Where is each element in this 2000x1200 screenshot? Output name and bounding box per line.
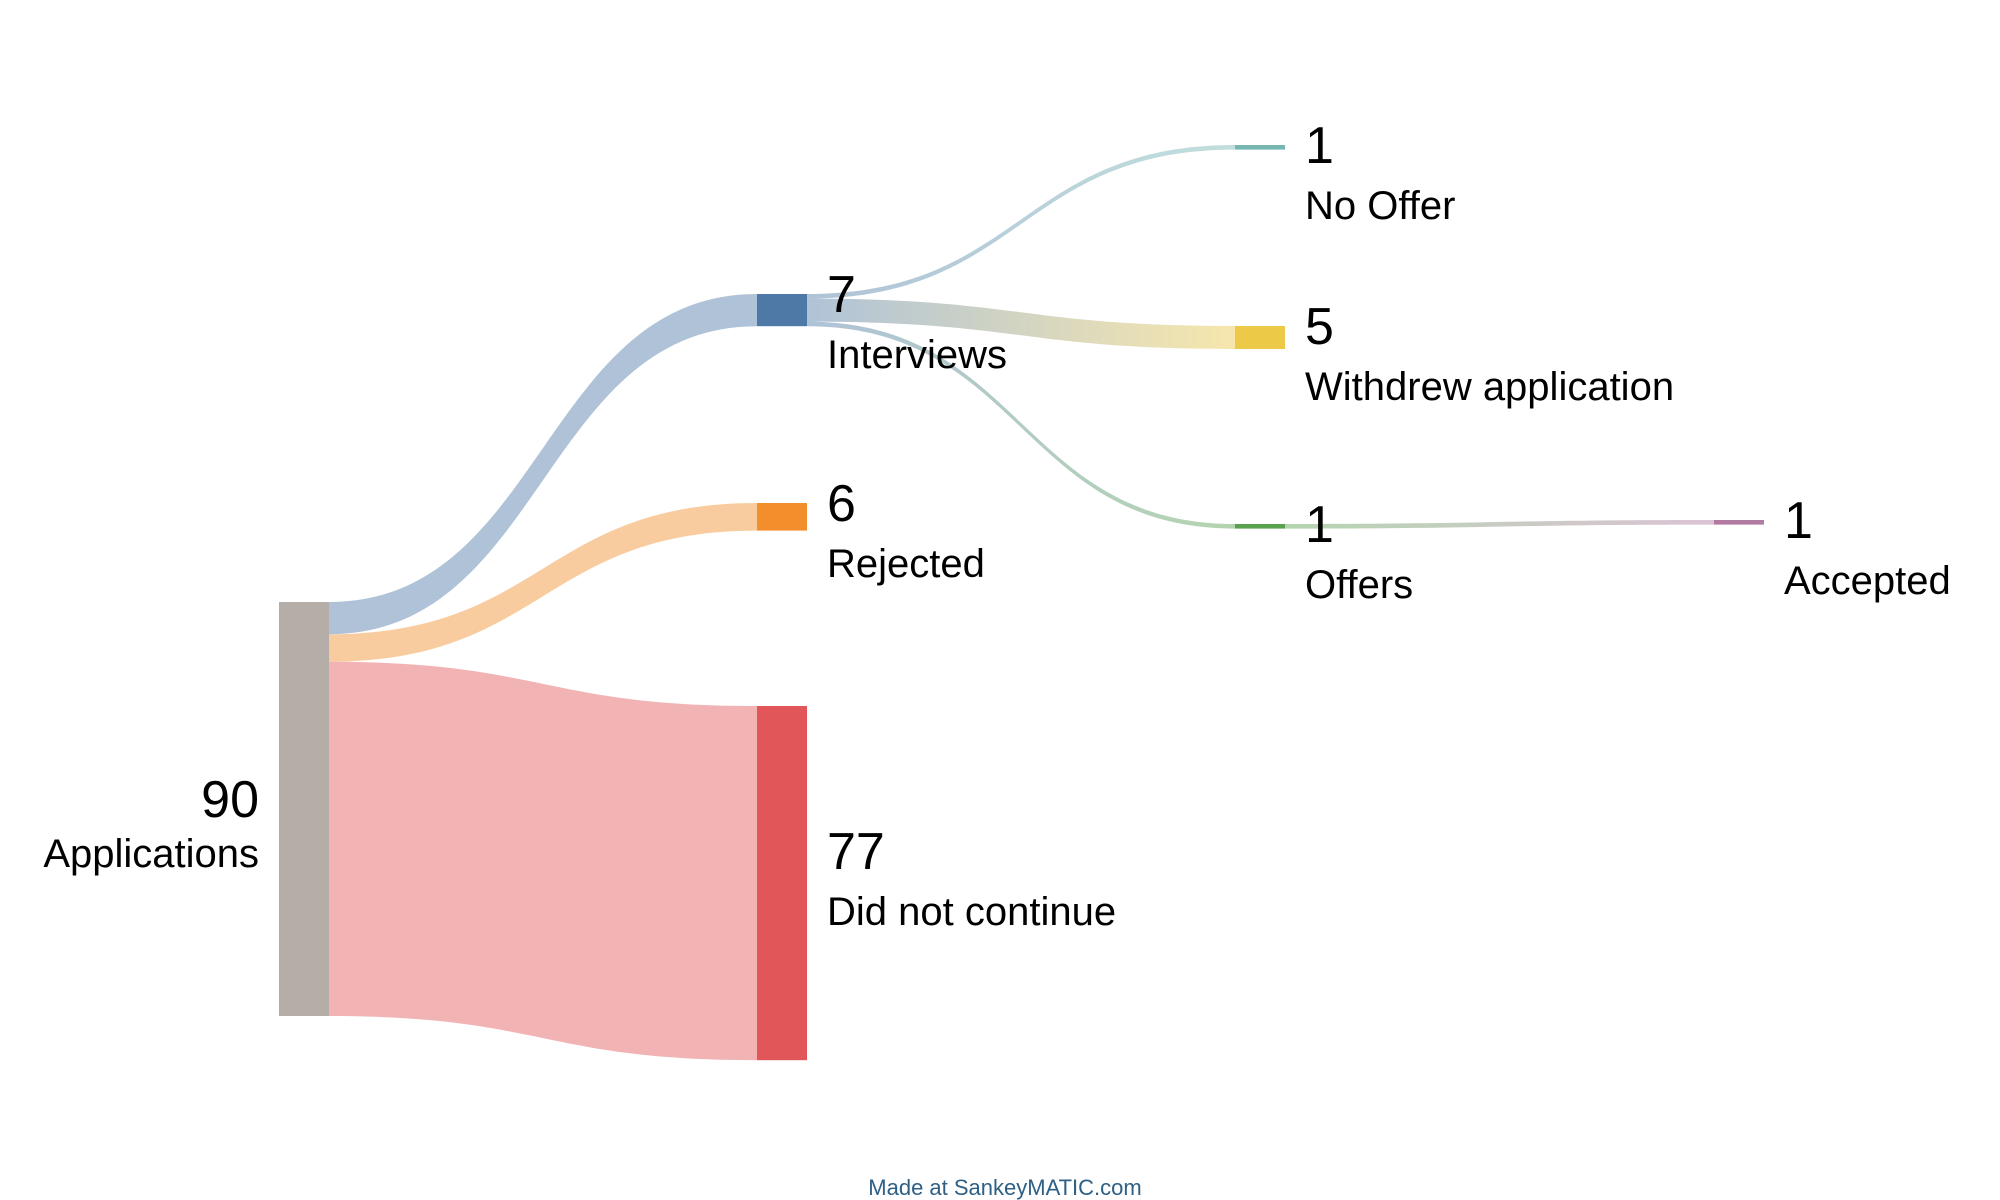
flow-interviews-to-no_offer[interactable] (807, 145, 1235, 299)
node-value-rejected: 6 (827, 475, 856, 533)
node-no_offer[interactable] (1235, 145, 1285, 150)
node-label-applications: Applications (43, 832, 259, 876)
node-value-interviews: 7 (827, 266, 856, 324)
flow-applications-to-rejected[interactable] (329, 503, 757, 662)
node-did_not_continue[interactable] (757, 706, 807, 1061)
node-label-accepted: Accepted (1784, 559, 1951, 603)
node-label-offers: Offers (1305, 563, 1413, 607)
node-value-no_offer: 1 (1305, 117, 1334, 175)
node-value-did_not_continue: 77 (827, 823, 885, 881)
node-label-no_offer: No Offer (1305, 184, 1455, 228)
node-offers[interactable] (1235, 524, 1285, 529)
sankeymatic-credit[interactable]: Made at SankeyMATIC.com (868, 1175, 1141, 1200)
node-accepted[interactable] (1714, 520, 1764, 525)
node-value-applications: 90 (201, 771, 259, 829)
flow-interviews-to-withdrew[interactable] (807, 298, 1235, 349)
node-applications[interactable] (279, 602, 329, 1016)
node-label-rejected: Rejected (827, 542, 985, 586)
node-rejected[interactable] (757, 503, 807, 531)
node-value-offers: 1 (1305, 496, 1334, 554)
node-value-accepted: 1 (1784, 492, 1813, 550)
node-label-interviews: Interviews (827, 333, 1007, 377)
node-withdrew[interactable] (1235, 326, 1285, 349)
node-layer (279, 145, 1764, 1061)
node-value-withdrew: 5 (1305, 298, 1334, 356)
flow-applications-to-interviews[interactable] (329, 294, 757, 635)
node-label-did_not_continue: Did not continue (827, 890, 1116, 934)
flow-layer (329, 145, 1714, 1061)
flow-offers-to-accepted[interactable] (1285, 520, 1714, 529)
node-interviews[interactable] (757, 294, 807, 327)
flow-applications-to-did_not_continue[interactable] (329, 661, 757, 1061)
flow-interviews-to-offers[interactable] (807, 321, 1235, 529)
node-label-withdrew: Withdrew application (1305, 365, 1674, 409)
